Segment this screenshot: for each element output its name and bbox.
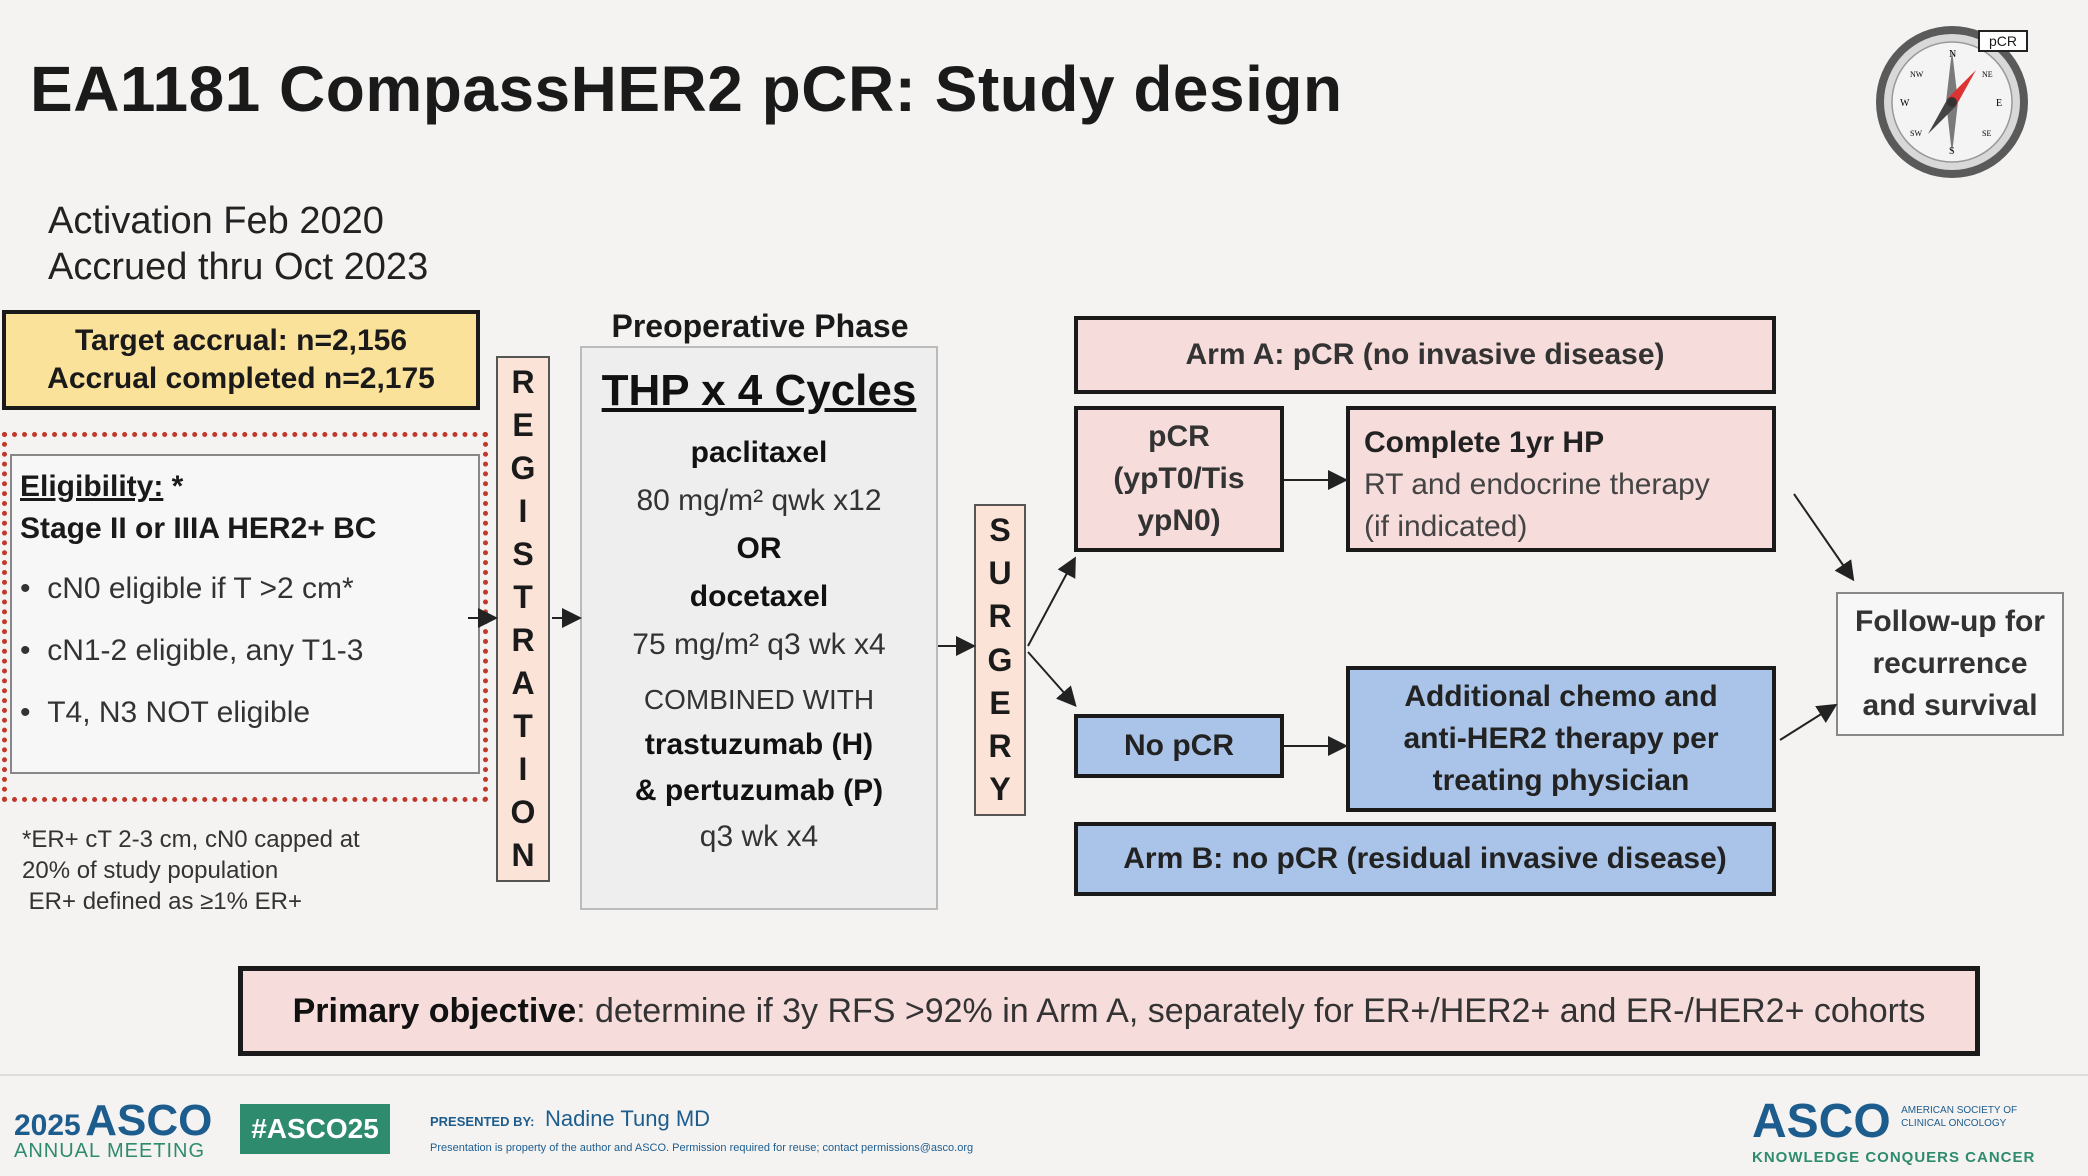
compass-se: SE <box>1982 129 1991 138</box>
presented-by: PRESENTED BY: Nadine Tung MD <box>430 1106 711 1131</box>
compass-n: N <box>1949 49 1956 60</box>
compass-nw: NW <box>1910 70 1924 79</box>
no-pcr-box: No pCR <box>1074 714 1284 778</box>
hashtag-badge: #ASCO25 <box>240 1104 390 1154</box>
eligibility-star: * <box>163 470 184 503</box>
arm-a-box: Arm A: pCR (no invasive disease) <box>1074 316 1776 394</box>
page-title: EA1181 CompassHER2 pCR: Study design <box>30 53 1343 125</box>
preop-heading: THP x 4 Cycles <box>601 366 917 415</box>
eligibility-heading: Eligibility: <box>20 470 164 503</box>
dose-docetaxel: 75 mg/m² q3 wk x4 <box>632 628 886 661</box>
accrual-box: Target accrual: n=2,156 Accrual complete… <box>2 310 480 410</box>
compass-ne: NE <box>1982 70 1993 79</box>
drug-pertuzumab: & pertuzumab (P) <box>634 774 884 807</box>
arrow-surgery-to-pcr <box>1027 556 1076 647</box>
footer-disclaimer: Presentation is property of the author a… <box>430 1142 974 1154</box>
target-accrual: Target accrual: n=2,156 <box>74 324 408 357</box>
objective-text: : determine if 3y RFS >92% in Arm A, sep… <box>576 991 1926 1030</box>
footnote: *ER+ cT 2-3 cm, cN0 capped at 20% of stu… <box>22 826 360 915</box>
activation-text: Activation Feb 2020 <box>48 200 384 242</box>
compass-logo: N NE E SE S SW W NW pCR <box>1872 22 2032 182</box>
accrual-completed: Accrual completed n=2,175 <box>47 362 435 395</box>
compass-s: S <box>1949 146 1955 157</box>
footer-divider <box>0 1074 2088 1076</box>
eligibility-bullet: • T4, N3 NOT eligible <box>20 696 311 729</box>
combined-with: COMBINED WITH <box>643 684 875 715</box>
compass-w: W <box>1900 98 1910 109</box>
drug-docetaxel: docetaxel <box>689 580 829 613</box>
preop-phase-label: Preoperative Phase <box>611 308 909 344</box>
preop-box: THP x 4 Cycles paclitaxel 80 mg/m² qwk x… <box>580 346 938 910</box>
objective-label: Primary objective <box>292 991 577 1030</box>
footer-asco-meeting-logo: 2025 ASCO ANNUAL MEETING <box>14 1096 213 1162</box>
compass-sw: SW <box>1910 129 1922 138</box>
or-text: OR <box>736 532 782 565</box>
arrow-additional-to-followup <box>1779 703 1838 741</box>
complete-hp-box: Complete 1yr HP RT and endocrine therapy… <box>1346 406 1776 552</box>
eligibility-bullet: • cN1-2 eligible, any T1-3 <box>20 634 364 667</box>
pcr-badge: pCR <box>1978 30 2028 52</box>
footer-asco-society-logo: ASCO AMERICAN SOCIETY OF CLINICAL ONCOLO… <box>1752 1095 2036 1166</box>
accrued-text: Accrued thru Oct 2023 <box>48 246 429 288</box>
arrow-complete-to-followup <box>1793 493 1855 582</box>
dose-paclitaxel: 80 mg/m² qwk x12 <box>636 484 882 517</box>
dose-hp: q3 wk x4 <box>699 820 819 853</box>
drug-paclitaxel: paclitaxel <box>690 436 828 469</box>
eligibility-stage: Stage II or IIIA HER2+ BC <box>20 512 377 545</box>
compass-e: E <box>1996 98 2002 109</box>
arrow-surgery-to-nopcr <box>1027 651 1077 707</box>
eligibility-bullet: • cN0 eligible if T >2 cm* <box>20 572 354 605</box>
drug-trastuzumab: trastuzumab (H) <box>644 728 874 761</box>
eligibility-box: Eligibility: * Stage II or IIIA HER2+ BC… <box>10 454 480 774</box>
primary-objective-box: Primary objective: determine if 3y RFS >… <box>238 966 1980 1056</box>
arm-b-box: Arm B: no pCR (residual invasive disease… <box>1074 822 1776 896</box>
